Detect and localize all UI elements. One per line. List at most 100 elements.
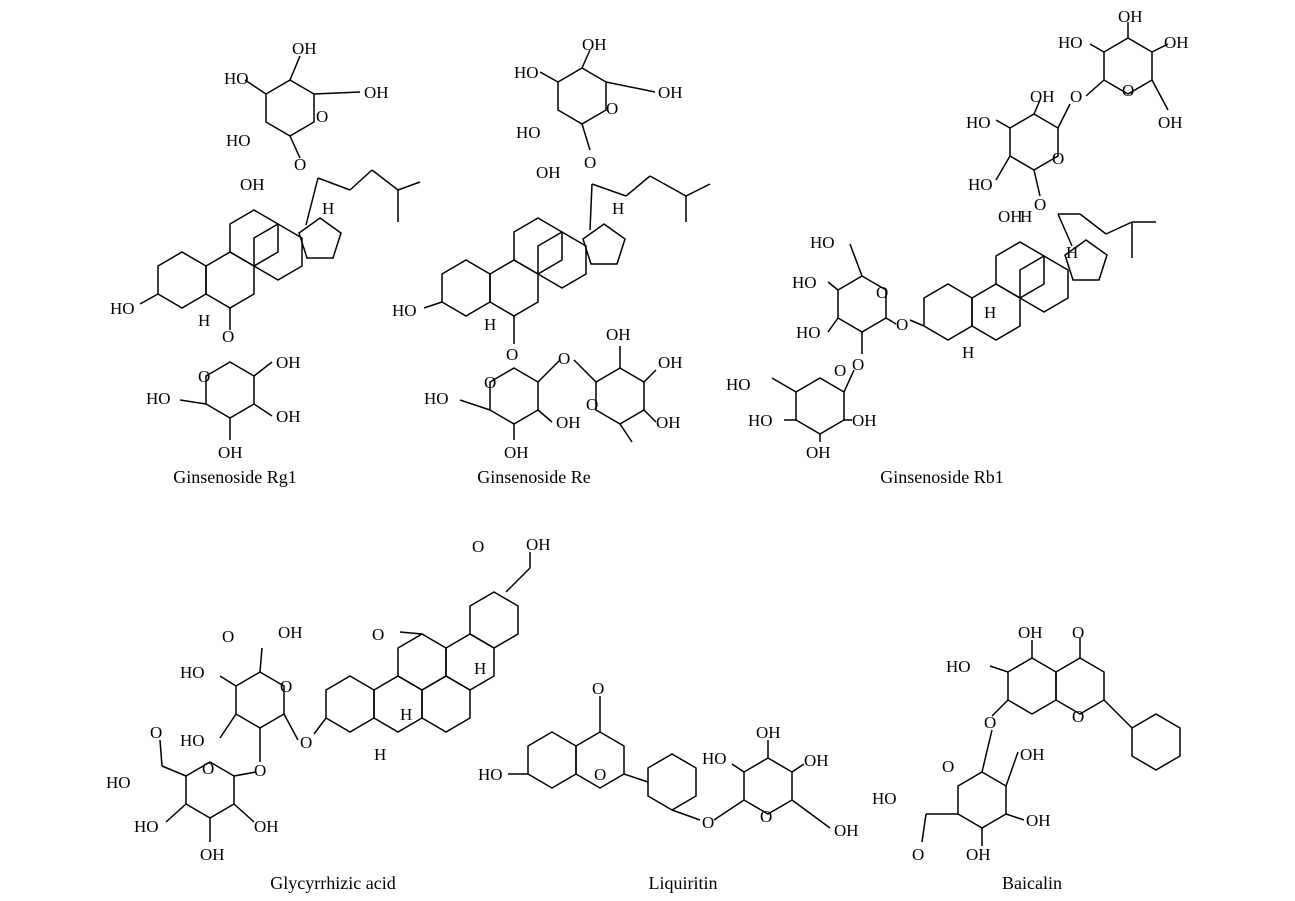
rg1-sugar-top: OH HO OH HO O O (224, 39, 389, 174)
atom-label: O (300, 733, 312, 752)
atom-label: HO (946, 657, 971, 676)
atom-label: OH (756, 723, 781, 742)
atom-label: O (1070, 87, 1082, 106)
atom-label: O (584, 153, 596, 172)
atom-label: H (400, 705, 412, 724)
compound-name: Baicalin (1002, 873, 1062, 893)
atom-label: O (558, 349, 570, 368)
atom-label: HO (702, 749, 727, 768)
rb1-sugar-top-inner: OH HO HO O O (966, 87, 1071, 214)
atom-label: OH (556, 413, 581, 432)
atom-label: HO (966, 113, 991, 132)
atom-label: O (484, 373, 496, 392)
atom-label: O (702, 813, 714, 832)
rg1-sugar-bottom: OH OH OH HO O (146, 353, 301, 462)
atom-label: H (1020, 207, 1032, 226)
atom-label: O (834, 361, 846, 380)
atom-label: O (150, 723, 162, 742)
atom-label: OH (200, 845, 225, 864)
atom-label: OH (1030, 87, 1055, 106)
atom-label: OH (606, 325, 631, 344)
atom-label: HO (424, 389, 449, 408)
compound-ginsenoside-rg1: OH HO OH HO O O HO OH H H O (110, 39, 421, 487)
atom-label: O (896, 315, 908, 334)
atom-label: O (1052, 149, 1064, 168)
atom-label: H (1066, 243, 1078, 262)
glycyrrhizic-glucuronide-upper: O OH HO HO O O (180, 623, 303, 780)
atom-label: O (1034, 195, 1046, 214)
atom-label: OH (1018, 623, 1043, 642)
atom-label: HO (478, 765, 503, 784)
atom-label: OH (834, 821, 859, 840)
atom-label: H (374, 745, 386, 764)
compound-baicalin: OH O HO O O OH OH OH HO O O Baicalin (872, 623, 1181, 893)
atom-label: OH (804, 751, 829, 770)
glycyrrhizic-triterpene-core: O OH O H H H O (300, 535, 551, 764)
atom-label: HO (796, 323, 821, 342)
rg1-steroid-core: HO OH H H O (110, 169, 421, 346)
atom-label: O (1122, 81, 1134, 100)
atom-label: OH (1118, 7, 1143, 26)
atom-label: OH (218, 443, 243, 462)
atom-label: OH (966, 845, 991, 864)
atom-label: O (852, 355, 864, 374)
atom-label: OH (1026, 811, 1051, 830)
atom-label: O (198, 367, 210, 386)
atom-label: H (322, 199, 334, 218)
atom-label: O (1072, 623, 1084, 642)
atom-label: HO (792, 273, 817, 292)
compound-ginsenoside-rb1: OH HO OH OH O O OH HO HO O O (726, 7, 1189, 487)
atom-label: O (254, 761, 266, 780)
atom-label: HO (726, 375, 751, 394)
re-sugar-top: OH HO OH HO O O (514, 35, 683, 172)
compound-name: Liquiritin (649, 873, 718, 893)
rb1-steroid-core: OH H H H H O (896, 207, 1156, 362)
atom-label: OH (582, 35, 607, 54)
atom-label: OH (364, 83, 389, 102)
atom-label: HO (110, 299, 135, 318)
atom-label: O (316, 107, 328, 126)
compound-ginsenoside-re: OH HO OH HO O O HO OH H H O (392, 35, 711, 487)
atom-label: OH (658, 83, 683, 102)
atom-label: HO (968, 175, 993, 194)
atom-label: OH (278, 623, 303, 642)
atom-label: HO (134, 817, 159, 836)
glycyrrhizic-glucuronide-lower: O HO HO OH OH O (106, 723, 279, 864)
atom-label: H (474, 659, 486, 678)
atom-label: O (506, 345, 518, 364)
atom-label: O (760, 807, 772, 826)
atom-label: OH (658, 353, 683, 372)
atom-label: HO (514, 63, 539, 82)
atom-label: OH (852, 411, 877, 430)
atom-label: O (942, 757, 954, 776)
atom-label: O (606, 99, 618, 118)
atom-label: HO (226, 131, 251, 150)
atom-label: HO (392, 301, 417, 320)
compound-name: Ginsenoside Re (477, 467, 590, 487)
atom-label: HO (224, 69, 249, 88)
atom-label: OH (254, 817, 279, 836)
atom-label: O (912, 845, 924, 864)
atom-label: OH (504, 443, 529, 462)
atom-label: OH (998, 207, 1023, 226)
compound-name: Ginsenoside Rg1 (173, 467, 297, 487)
atom-label: HO (516, 123, 541, 142)
atom-label: H (198, 311, 210, 330)
atom-label: OH (536, 163, 561, 182)
atom-label: O (984, 713, 996, 732)
atom-label: H (612, 199, 624, 218)
atom-label: HO (748, 411, 773, 430)
atom-label: O (280, 677, 292, 696)
compound-name: Ginsenoside Rb1 (880, 467, 1004, 487)
atom-label: OH (1158, 113, 1183, 132)
atom-label: HO (1058, 33, 1083, 52)
atom-label: OH (1020, 745, 1045, 764)
atom-label: O (472, 537, 484, 556)
atom-label: OH (240, 175, 265, 194)
atom-label: H (984, 303, 996, 322)
re-disaccharide: HO OH OH O OH OH OH O O (424, 325, 683, 462)
atom-label: OH (292, 39, 317, 58)
atom-label: O (592, 679, 604, 698)
atom-label: O (594, 765, 606, 784)
